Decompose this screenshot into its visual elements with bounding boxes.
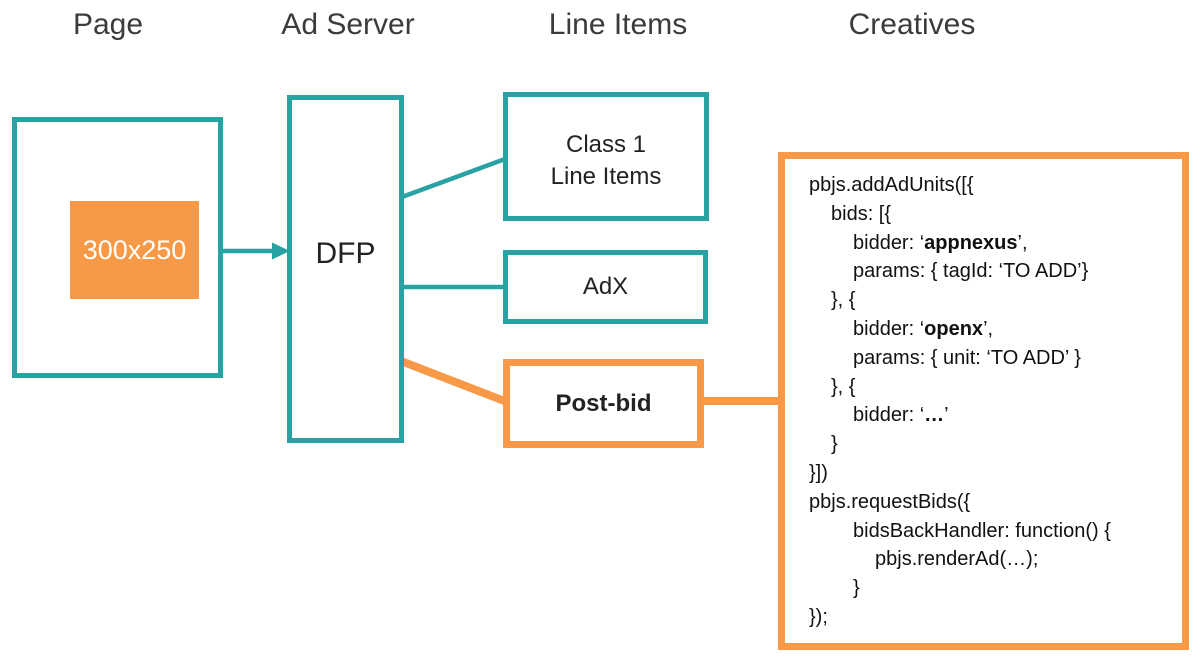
code-line: pbjs.renderAd(…); bbox=[875, 548, 1039, 571]
class1-label-line2: Line Items bbox=[550, 162, 662, 190]
code-line: pbjs.addAdUnits([{ bbox=[809, 174, 974, 196]
post-bid-label: Post-bid bbox=[555, 389, 652, 417]
class1-label-line1: Class 1 bbox=[565, 130, 647, 158]
code-line: } bbox=[831, 433, 838, 456]
code-line: }]) bbox=[809, 461, 828, 484]
class1-label: Class 1 Line Items bbox=[551, 129, 662, 193]
code-line: params: { tagId: ‘TO ADD’} bbox=[853, 260, 1089, 283]
code-line: bids: [{ bbox=[831, 202, 892, 225]
code-line: } bbox=[853, 577, 860, 600]
column-header-ad-server: Ad Server bbox=[281, 8, 415, 41]
code-line: }, { bbox=[831, 289, 856, 312]
connector-dfp-to-class1 bbox=[401, 156, 506, 200]
adx-label: AdX bbox=[582, 273, 629, 300]
code-line: pbjs.requestBids({ bbox=[809, 490, 971, 513]
class1-line-items-box: Class 1 Line Items bbox=[503, 92, 709, 221]
column-header-page: Page bbox=[72, 8, 144, 41]
ad-slot-300x250: 300x250 bbox=[70, 201, 199, 299]
code-line: bidsBackHandler: function() { bbox=[853, 519, 1111, 542]
column-header-line-items: Line Items bbox=[548, 8, 688, 41]
code-line: params: { unit: ‘TO ADD’ } bbox=[853, 346, 1081, 369]
post-bid-box: Post-bid bbox=[503, 359, 704, 448]
code-lines: pbjs.addAdUnits([{ bids: [{ bidder: ‘appne… bbox=[809, 171, 1172, 632]
code-line: bidder: ‘openx’, bbox=[853, 317, 994, 340]
connector-dfp-to-postbid bbox=[399, 357, 509, 406]
dfp-label: DFP bbox=[315, 237, 376, 270]
arrowhead-adslot-to-dfp bbox=[272, 242, 290, 260]
column-header-creatives: Creatives bbox=[848, 8, 976, 41]
dfp-box: DFP bbox=[287, 95, 404, 443]
code-line: }); bbox=[809, 605, 828, 628]
adx-box: AdX bbox=[503, 250, 708, 324]
code-line: bidder: ‘…’ bbox=[853, 404, 949, 427]
code-line: bidder: ‘appnexus’, bbox=[853, 231, 1028, 254]
code-line: }, { bbox=[831, 375, 856, 398]
code-box: pbjs.addAdUnits([{ bids: [{ bidder: ‘appne… bbox=[778, 152, 1189, 650]
ad-slot-label: 300x250 bbox=[82, 234, 187, 265]
